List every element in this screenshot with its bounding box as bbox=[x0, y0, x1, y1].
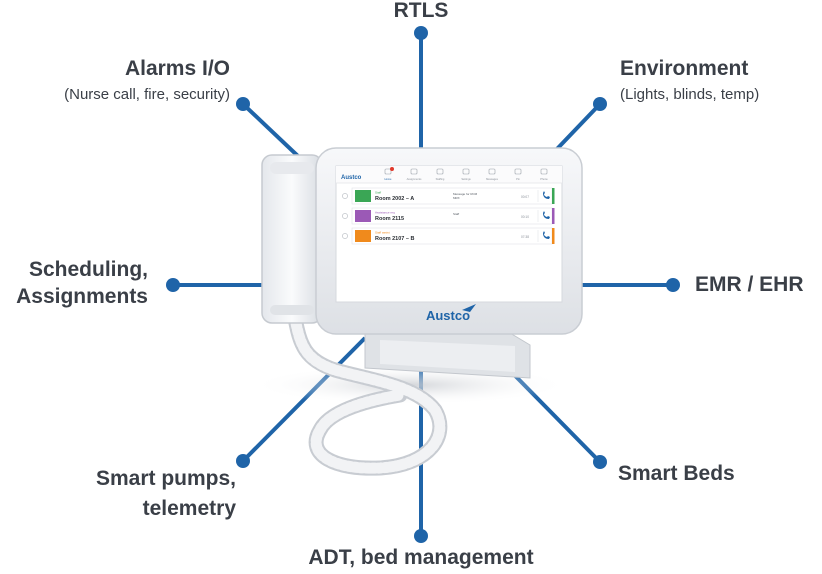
coiled-cord bbox=[287, 310, 448, 476]
row-tag: Staff bbox=[375, 191, 381, 195]
endpoint-scheduling bbox=[166, 278, 180, 292]
row-select-icon bbox=[342, 233, 348, 239]
row-time: 07:38 bbox=[521, 235, 529, 239]
tab-icon bbox=[436, 168, 444, 175]
label-environment-sub: (Lights, blinds, temp) bbox=[620, 86, 760, 103]
connector-alarms bbox=[241, 102, 302, 160]
device-stand bbox=[364, 329, 531, 379]
tab-icon bbox=[540, 168, 548, 175]
tab-staffing[interactable]: Staffing bbox=[436, 177, 445, 181]
tab-phone[interactable]: Phone bbox=[540, 177, 548, 181]
endpoint-pumps bbox=[236, 454, 250, 468]
tab-home[interactable]: Home bbox=[385, 177, 392, 181]
label-alarms-sub: (Nurse call, fire, security) bbox=[64, 86, 230, 103]
row-select-icon bbox=[342, 213, 348, 219]
row-room: Room 2115 bbox=[375, 216, 404, 222]
endpoint-environment bbox=[593, 97, 607, 111]
row-accent-bar bbox=[552, 228, 555, 244]
row-room: Room 2107 – B bbox=[375, 236, 414, 242]
label-pumps-line1: Smart pumps, bbox=[95, 467, 236, 490]
tab-icon bbox=[514, 168, 522, 175]
tab-assignments[interactable]: Assignments bbox=[407, 177, 423, 181]
tab-icon bbox=[384, 168, 392, 175]
row-select-icon bbox=[342, 193, 348, 199]
row-tag: Assistance req bbox=[375, 211, 395, 215]
row-type-icon bbox=[355, 210, 371, 222]
label-scheduling-line1: Scheduling, bbox=[28, 258, 148, 281]
row-accent-bar bbox=[552, 188, 555, 204]
screen-tab-bar: Home Assignments Staffing Settings Messages P… bbox=[384, 167, 548, 181]
row-call-icon[interactable] bbox=[543, 211, 550, 219]
row-accent-bar bbox=[552, 208, 555, 224]
row-note: Message for RCM bbox=[453, 192, 478, 196]
telephone-handset bbox=[261, 154, 323, 324]
row-tag: Staff assist bbox=[375, 231, 390, 235]
endpoint-alarms bbox=[236, 97, 250, 111]
endpoint-rtls bbox=[414, 26, 428, 40]
row-type-icon bbox=[355, 190, 371, 202]
label-adt: ADT, bed management bbox=[308, 546, 534, 569]
label-environment-title: Environment bbox=[620, 57, 749, 80]
label-beds: Smart Beds bbox=[618, 462, 735, 485]
screen-logo: Austco bbox=[341, 175, 362, 181]
tab-pin[interactable]: Pin bbox=[516, 177, 520, 181]
connector-endpoints bbox=[166, 26, 680, 543]
tab-icon bbox=[462, 168, 470, 175]
row-note-secondary: MRX bbox=[453, 196, 460, 200]
endpoint-beds bbox=[593, 455, 607, 469]
label-pumps-line2: telemetry bbox=[142, 497, 236, 520]
tab-settings[interactable]: Settings bbox=[461, 177, 471, 181]
row-type-icon bbox=[355, 230, 371, 242]
row-call-icon[interactable] bbox=[543, 191, 550, 199]
row-call-icon[interactable] bbox=[543, 231, 550, 239]
row-time: 00:10 bbox=[521, 215, 529, 219]
row-time: 00:07 bbox=[521, 195, 529, 199]
label-alarms-title: Alarms I/O bbox=[124, 57, 230, 80]
row-room: Room 2002 – A bbox=[375, 196, 414, 202]
connector-environment bbox=[554, 102, 602, 152]
endpoint-adt bbox=[414, 529, 428, 543]
brand-swoosh-icon bbox=[462, 304, 476, 312]
label-rtls: RTLS bbox=[393, 0, 449, 22]
label-emr: EMR / EHR bbox=[695, 273, 804, 296]
device-brand-logo: Austco bbox=[426, 308, 470, 323]
tab-messages[interactable]: Messages bbox=[486, 177, 499, 181]
row-note: Staff bbox=[453, 212, 459, 216]
tab-icon bbox=[410, 168, 418, 175]
label-scheduling-line2: Assignments bbox=[16, 285, 148, 308]
endpoint-emr bbox=[666, 278, 680, 292]
notification-badge bbox=[390, 167, 394, 171]
tab-icon bbox=[488, 168, 496, 175]
